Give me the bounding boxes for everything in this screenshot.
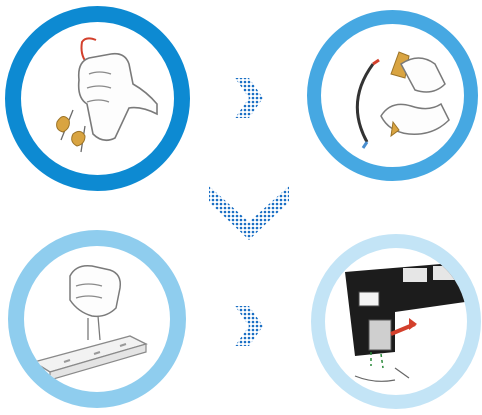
hand-press-strip-icon — [24, 246, 170, 392]
step-3-circle — [8, 230, 186, 408]
hand-grip-clip-icon — [21, 22, 174, 175]
dotted-chevron-right-icon — [231, 304, 265, 348]
step-1-circle — [5, 6, 190, 191]
hand-pinch-clip-icon — [321, 24, 464, 167]
device-insert-clip-icon — [325, 248, 467, 395]
step-2-circle — [307, 10, 478, 181]
step-4-circle — [311, 234, 481, 409]
dotted-chevron-down-icon — [207, 182, 291, 242]
dotted-chevron-right-icon — [231, 76, 265, 120]
